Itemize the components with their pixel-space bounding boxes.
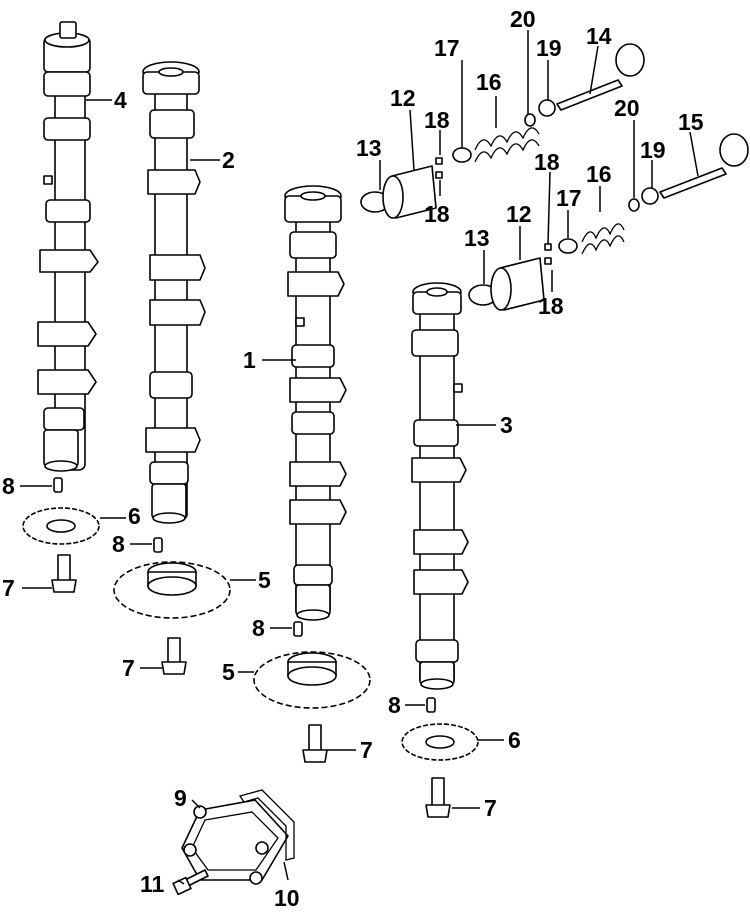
callout-7a: 7 (2, 575, 15, 601)
callout-9: 9 (174, 785, 187, 811)
spring-16-lower (581, 223, 625, 255)
valve-assembly-upper (360, 43, 645, 219)
seal-20-lower (628, 198, 640, 212)
valve-15 (659, 133, 749, 199)
spring-16-upper (474, 127, 540, 163)
callout-20a: 20 (510, 6, 536, 32)
callout-1: 1 (243, 347, 256, 373)
callout-14: 14 (586, 23, 612, 49)
callout-19b: 19 (640, 137, 666, 163)
gasket-10 (238, 789, 295, 861)
callout-8a: 8 (2, 473, 15, 499)
callout-17a: 17 (434, 35, 460, 61)
callout-16a: 16 (476, 69, 502, 95)
cover-9 (181, 799, 289, 885)
sprocket-5-left (113, 561, 231, 619)
camshaft-2 (142, 61, 206, 524)
callout-2: 2 (222, 147, 235, 173)
seal-20-upper (524, 113, 536, 127)
callout-11: 11 (140, 871, 165, 897)
valve-assembly-lower (468, 133, 749, 311)
bolt-7b (161, 637, 187, 675)
callout-4: 4 (114, 87, 127, 113)
sprocket-5-center (253, 651, 371, 709)
callout-8d: 8 (388, 692, 401, 718)
pin-8d (426, 697, 436, 713)
sprocket-6-left (22, 507, 100, 545)
callout-10: 10 (274, 885, 300, 911)
callout-20b: 20 (614, 95, 640, 121)
callout-7b: 7 (122, 655, 135, 681)
pin-8a (53, 477, 63, 493)
callout-6b: 6 (508, 727, 521, 753)
camshaft-4 (37, 21, 99, 472)
callout-5b: 5 (222, 659, 235, 685)
callout-15: 15 (678, 109, 704, 135)
callout-18c: 18 (534, 149, 560, 175)
callout-18d: 18 (538, 293, 564, 319)
callout-17b: 17 (556, 185, 582, 211)
leader-lines (20, 30, 699, 885)
callout-5a: 5 (258, 567, 271, 593)
retainer-17-upper (452, 147, 472, 163)
callout-8b: 8 (112, 531, 125, 557)
bolt-7a (51, 554, 77, 593)
bolt-7c (302, 724, 328, 763)
callout-6a: 6 (128, 503, 141, 529)
camshaft-1 (284, 185, 347, 621)
callout-12b: 12 (506, 201, 532, 227)
seat-19-lower (641, 187, 659, 205)
callout-13a: 13 (356, 135, 382, 161)
sprocket-6-right (401, 723, 479, 761)
valve-14 (556, 43, 645, 111)
bolt-11 (172, 869, 209, 896)
pin-8b (153, 537, 163, 553)
camshaft-3 (411, 282, 469, 690)
pin-8c (293, 621, 303, 637)
callout-8c: 8 (252, 615, 265, 641)
callout-18b: 18 (424, 201, 450, 227)
seat-19-upper (538, 99, 556, 117)
callout-7c: 7 (360, 737, 373, 763)
callout-19a: 19 (536, 35, 562, 61)
callout-13b: 13 (464, 225, 490, 251)
callout-18a: 18 (424, 107, 450, 133)
callout-7d: 7 (484, 795, 497, 821)
callout-16b: 16 (586, 161, 612, 187)
callout-3: 3 (500, 412, 513, 438)
retainer-17-lower (558, 238, 578, 254)
callout-12a: 12 (390, 85, 416, 111)
callout-labels: 4 2 1 3 13 12 18 17 16 20 19 14 18 20 15… (2, 6, 704, 911)
bolt-7d (425, 777, 451, 818)
